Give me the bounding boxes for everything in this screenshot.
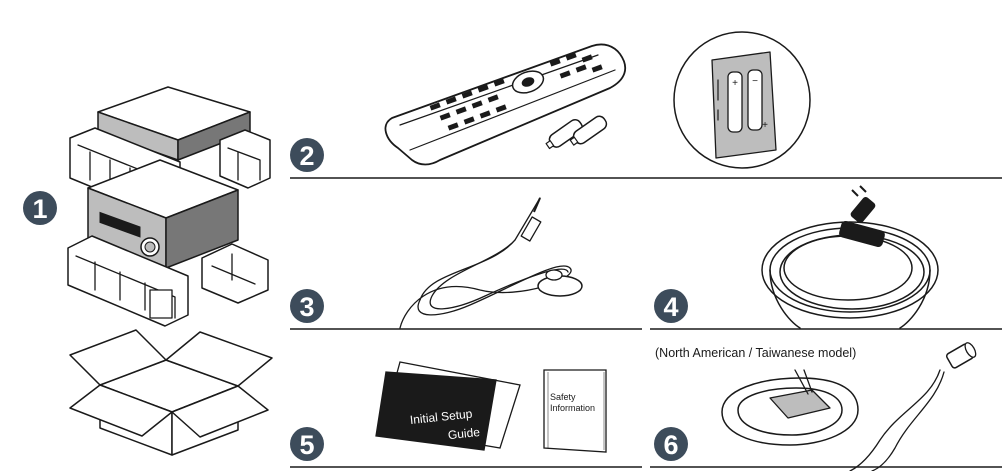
- step-badge-1: 1: [23, 191, 57, 225]
- svg-text:Information: Information: [550, 403, 595, 413]
- bottom-foam-left: [67, 235, 189, 327]
- speaker-setup-microphone-illustration: [399, 197, 583, 329]
- svg-text:3: 3: [299, 292, 314, 322]
- step-badge-2: 2: [290, 138, 324, 172]
- svg-text:Guide: Guide: [447, 425, 481, 442]
- svg-text:+: +: [762, 120, 768, 131]
- battery-insertion-closeup: + − +: [673, 31, 811, 169]
- top-cushion-sheet: [97, 86, 251, 161]
- bottom-foam-right: [201, 243, 269, 304]
- svg-text:4: 4: [663, 292, 678, 322]
- av-receiver-unit: [87, 159, 239, 269]
- antenna-model-note: (North American / Taiwanese model): [655, 346, 856, 360]
- svg-text:−: −: [752, 76, 758, 87]
- receiver-packing-illustration: [67, 86, 273, 456]
- svg-text:+: +: [732, 78, 738, 89]
- cardboard-box: [69, 329, 273, 456]
- step-badge-5: 5: [290, 427, 324, 461]
- aaa-batteries: [545, 115, 608, 150]
- step-badge-6: 6: [654, 427, 688, 461]
- top-foam-right: [219, 129, 271, 189]
- am-loop-antenna-illustration: [721, 369, 859, 446]
- safety-information-sheet: Safety Information: [543, 369, 607, 453]
- initial-setup-guide-booklet: Initial Setup Guide: [375, 361, 521, 451]
- svg-text:5: 5: [299, 430, 314, 460]
- svg-text:2: 2: [299, 141, 314, 171]
- power-cord-illustration: [761, 185, 939, 329]
- step-badge-3: 3: [290, 289, 324, 323]
- divider-lines: [290, 177, 1002, 468]
- fm-indoor-antenna-illustration: [849, 342, 977, 471]
- remote-buttons: [429, 52, 603, 131]
- svg-text:1: 1: [32, 194, 47, 224]
- step-badge-4: 4: [654, 289, 688, 323]
- svg-text:6: 6: [663, 430, 678, 460]
- svg-text:Initial Setup: Initial Setup: [409, 407, 473, 428]
- svg-text:Safety: Safety: [550, 392, 576, 402]
- remote-controller-illustration: [384, 43, 627, 166]
